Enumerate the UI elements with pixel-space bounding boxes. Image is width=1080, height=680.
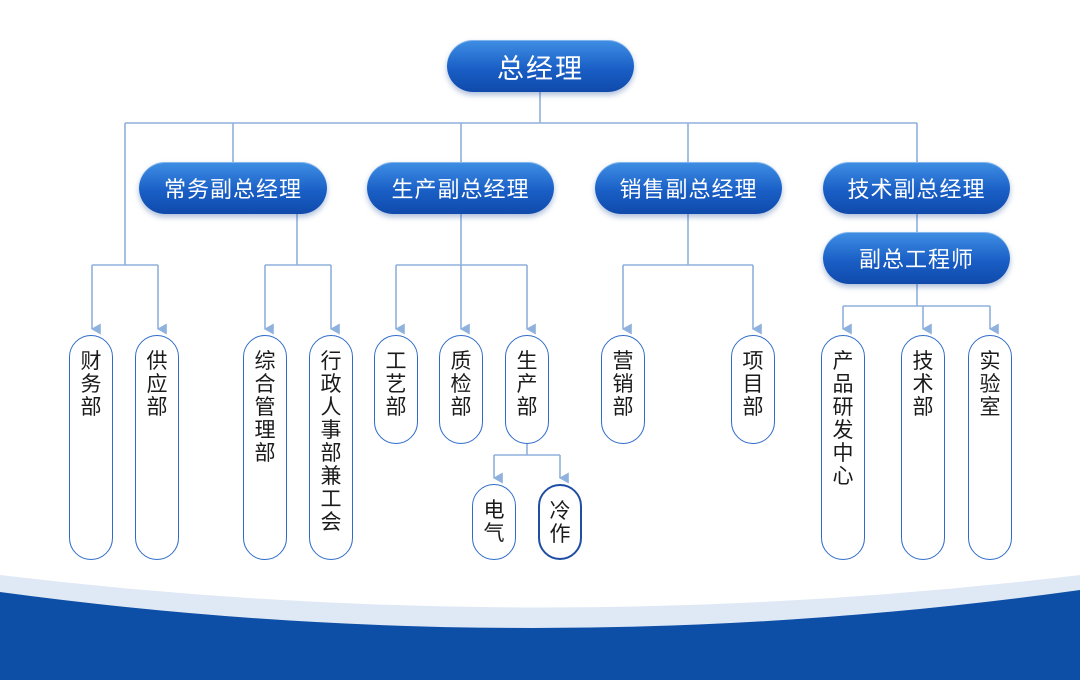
dept-supply-label: 供应部: [146, 349, 168, 419]
subdept-electrical: 电气: [472, 484, 516, 560]
dept-project-label: 项目部: [742, 349, 764, 419]
dept-laboratory: 实验室: [968, 335, 1012, 560]
subdept-fabrication-label: 冷作: [549, 499, 571, 546]
dept-quality-label: 质检部: [450, 349, 472, 419]
subdept-electrical-label: 电气: [483, 498, 505, 545]
dept-production: 生产部: [505, 335, 549, 444]
sales-vp-label: 销售副总经理: [619, 178, 758, 203]
dept-general-management-label: 综合管理部: [254, 349, 276, 465]
dept-project: 项目部: [731, 335, 775, 444]
sales-vp-node: 销售副总经理: [595, 162, 782, 214]
deputy-chief-engineer-label: 副总工程师: [858, 248, 974, 273]
executive-vp-node: 常务副总经理: [139, 162, 327, 214]
dept-production-label: 生产部: [516, 349, 538, 419]
executive-vp-label: 常务副总经理: [163, 178, 302, 203]
dept-process: 工艺部: [374, 335, 418, 444]
dept-admin-hr-union: 行政人事部兼工会: [309, 335, 353, 560]
dept-process-label: 工艺部: [385, 349, 407, 419]
wave-dark-band: [0, 590, 1080, 680]
production-vp-label: 生产副总经理: [391, 178, 530, 203]
general-manager-label: 总经理: [497, 53, 584, 85]
dept-technology-label: 技术部: [912, 349, 934, 419]
dept-marketing-label: 营销部: [612, 349, 634, 419]
dept-finance: 财务部: [69, 335, 113, 560]
technical-vp-label: 技术副总经理: [847, 178, 986, 203]
dept-supply: 供应部: [135, 335, 179, 560]
dept-admin-hr-union-label: 行政人事部兼工会: [320, 349, 342, 534]
dept-technology: 技术部: [901, 335, 945, 560]
general-manager-node: 总经理: [447, 40, 634, 92]
dept-product-rnd-center: 产品研发中心: [821, 335, 865, 560]
connector-group: [90, 92, 999, 484]
dept-marketing: 营销部: [601, 335, 645, 444]
dept-general-management: 综合管理部: [243, 335, 287, 560]
dept-laboratory-label: 实验室: [979, 349, 1001, 419]
deputy-chief-engineer-node: 副总工程师: [823, 232, 1010, 284]
dept-finance-label: 财务部: [80, 349, 102, 419]
subdept-fabrication: 冷作: [538, 484, 582, 560]
production-vp-node: 生产副总经理: [367, 162, 554, 214]
dept-product-rnd-center-label: 产品研发中心: [832, 349, 854, 488]
dept-quality: 质检部: [439, 335, 483, 444]
technical-vp-node: 技术副总经理: [823, 162, 1010, 214]
